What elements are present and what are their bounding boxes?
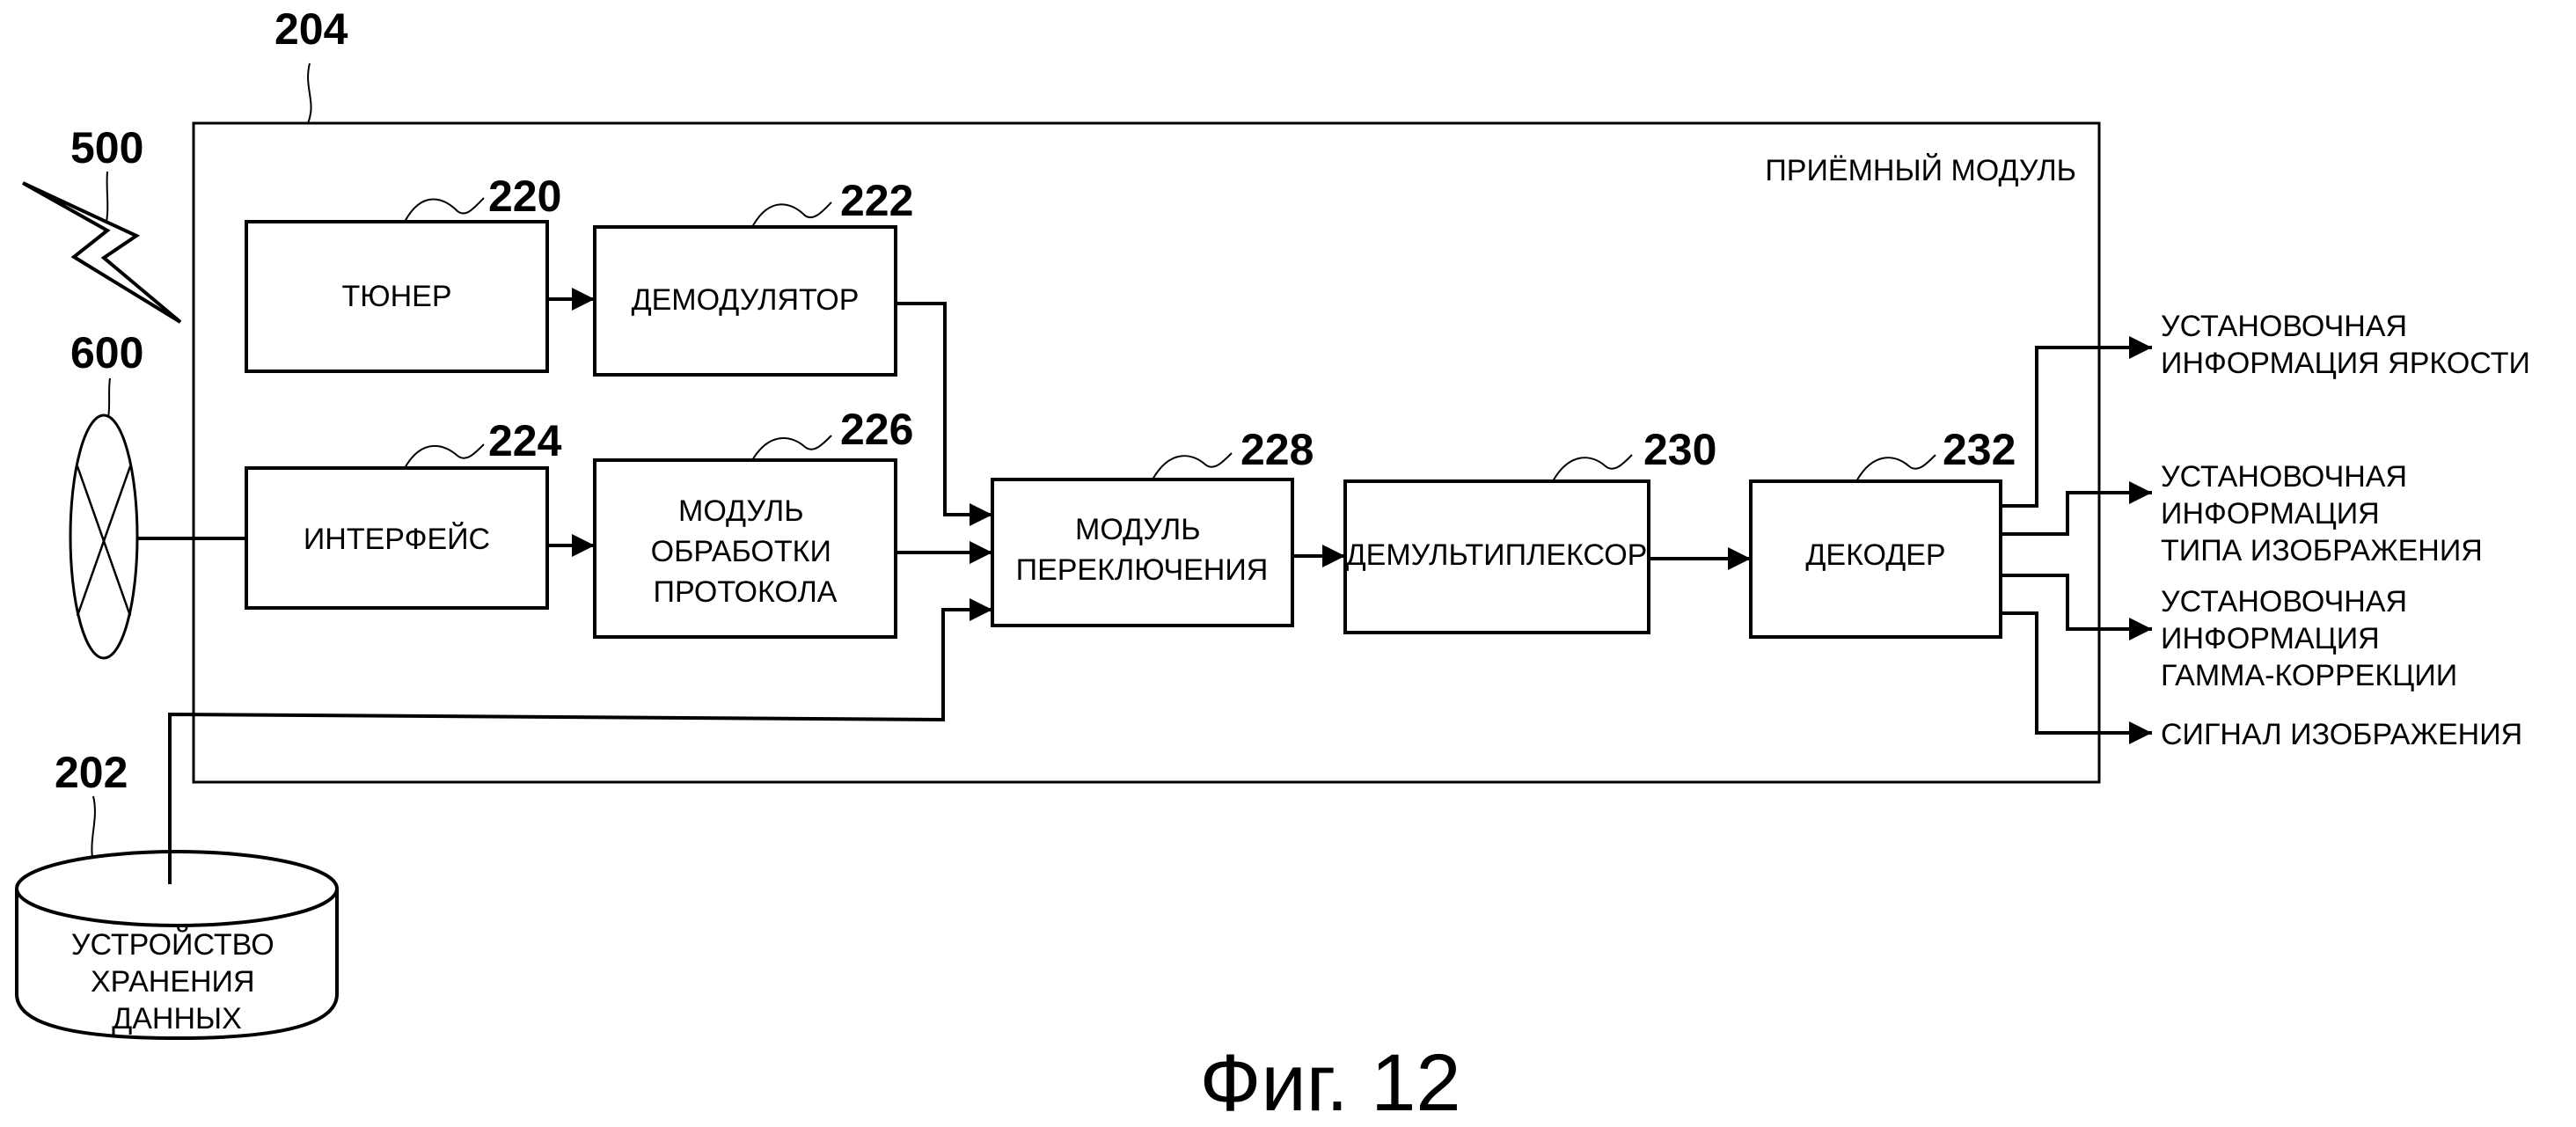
wireless-ref-label: 500 bbox=[70, 123, 143, 172]
tuner-ref: 220 bbox=[488, 172, 561, 221]
interface-ref: 224 bbox=[488, 416, 562, 465]
network-ref-label: 600 bbox=[70, 328, 143, 377]
output-gamma-arrow bbox=[2001, 574, 2152, 640]
tuner-ref-leader bbox=[404, 197, 485, 223]
output-image-signal-arrow bbox=[2001, 611, 2152, 744]
storage-ref-leader bbox=[91, 795, 96, 859]
output-brightness-arrow bbox=[2001, 336, 2152, 508]
switch-label: МОДУЛЬ ПЕРЕКЛЮЧЕНИЯ bbox=[1016, 513, 1269, 587]
demodulator-ref: 222 bbox=[840, 176, 913, 225]
decoder-label: ДЕКОДЕР bbox=[1805, 538, 1945, 572]
output-image-signal-label: СИГНАЛ ИЗОБРАЖЕНИЯ bbox=[2161, 718, 2522, 751]
tuner-label: ТЮНЕР bbox=[341, 280, 451, 313]
module-ref-leader bbox=[307, 62, 312, 124]
demux-ref-leader bbox=[1552, 454, 1633, 482]
decoder-block: ДЕКОДЕР bbox=[1749, 479, 2002, 639]
storage-to-switch-line bbox=[168, 598, 992, 884]
demodulator-ref-leader bbox=[751, 201, 832, 228]
output-image-type-arrow bbox=[2001, 481, 2152, 536]
storage-ref-label: 202 bbox=[55, 748, 128, 797]
protocol-block: МОДУЛЬ ОБРАБОТКИ ПРОТОКОЛА bbox=[593, 458, 897, 639]
switch-ref-leader bbox=[1152, 452, 1233, 480]
demodulator-label: ДЕМОДУЛЯТОР bbox=[632, 283, 860, 317]
output-brightness-label: УСТАНОВОЧНАЯ ИНФОРМАЦИЯ ЯРКОСТИ bbox=[2161, 310, 2530, 380]
module-ref-label: 204 bbox=[274, 4, 348, 54]
decoder-ref: 232 bbox=[1943, 425, 2016, 474]
switch-block: МОДУЛЬ ПЕРЕКЛЮЧЕНИЯ bbox=[991, 478, 1294, 627]
protocol-label: МОДУЛЬ ОБРАБОТКИ ПРОТОКОЛА bbox=[651, 494, 840, 609]
protocol-ref: 226 bbox=[840, 405, 913, 454]
lightning-bolt-icon bbox=[22, 181, 182, 324]
demodulator-to-switch-arrow bbox=[896, 302, 992, 526]
demux-block: ДЕМУЛЬТИПЛЕКСОР bbox=[1343, 479, 1650, 634]
protocol-ref-leader bbox=[751, 435, 832, 461]
switch-ref: 228 bbox=[1240, 425, 1314, 474]
output-gamma-label: УСТАНОВОЧНАЯ ИНФОРМАЦИЯ ГАММА-КОРРЕКЦИИ bbox=[2161, 585, 2457, 692]
receiving-module-box bbox=[192, 121, 2101, 784]
demux-ref: 230 bbox=[1643, 425, 1716, 474]
network-ellipse-icon bbox=[69, 413, 139, 660]
interface-block: ИНТЕРФЕЙС bbox=[245, 466, 549, 610]
demodulator-block: ДЕМОДУЛЯТОР bbox=[593, 225, 897, 377]
decoder-ref-leader bbox=[1855, 454, 1936, 482]
interface-ref-leader bbox=[404, 443, 485, 469]
module-title: ПРИЁМНЫЙ МОДУЛЬ bbox=[1765, 154, 2076, 187]
figure-caption: Фиг. 12 bbox=[1199, 1038, 1460, 1127]
demux-label: ДЕМУЛЬТИПЛЕКСОР bbox=[1346, 538, 1648, 572]
interface-label: ИНТЕРФЕЙС bbox=[304, 523, 490, 556]
storage-label: УСТРОЙСТВО ХРАНЕНИЯ ДАННЫХ bbox=[71, 928, 282, 1036]
storage-cylinder bbox=[15, 850, 339, 1041]
tuner-block: ТЮНЕР bbox=[245, 220, 549, 373]
output-image-type-label: УСТАНОВОЧНАЯ ИНФОРМАЦИЯ ТИПА ИЗОБРАЖЕНИЯ bbox=[2161, 460, 2483, 567]
